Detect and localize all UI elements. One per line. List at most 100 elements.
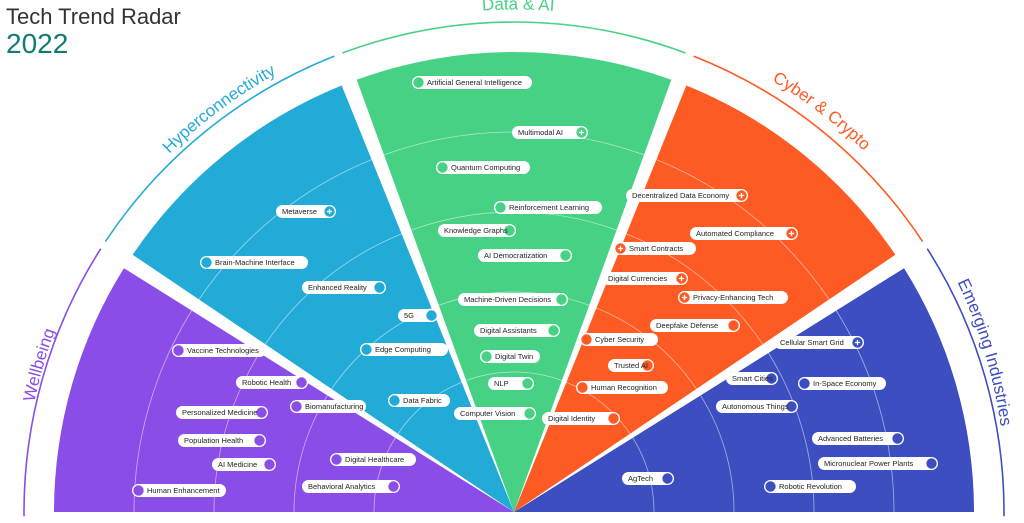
trend-pill-bg xyxy=(436,161,530,174)
trend-pill[interactable]: 5G xyxy=(398,309,438,322)
trend-label: Quantum Computing xyxy=(451,163,520,172)
trend-pill[interactable]: Digital Currencies xyxy=(602,272,688,285)
trend-pill[interactable]: Multimodal AI xyxy=(512,126,588,139)
trend-pill[interactable]: Deepfake Defense xyxy=(650,319,740,332)
trend-label: Decentralized Data Economy xyxy=(632,191,729,200)
trend-dot-icon xyxy=(766,373,777,384)
trend-label: AI Medicine xyxy=(218,460,257,469)
trend-label: AI Democratization xyxy=(484,251,547,260)
trend-pill[interactable]: AI Democratization xyxy=(478,249,572,262)
trend-pill[interactable]: Micronuclear Power Plants xyxy=(818,457,938,470)
trend-pill[interactable]: Vaccine Technologies xyxy=(172,344,266,357)
trend-pill-bg xyxy=(650,319,740,332)
trend-pill[interactable]: Metaverse xyxy=(276,205,336,218)
trend-pill-bg xyxy=(678,291,788,304)
trend-pill[interactable]: Edge Computing xyxy=(360,343,448,356)
trend-pill-bg xyxy=(488,377,534,390)
trend-label: Smart Cities xyxy=(732,374,773,383)
trend-dot-icon xyxy=(481,351,492,362)
trend-pill[interactable]: Digital Twin xyxy=(480,350,540,363)
trend-dot-icon xyxy=(426,310,437,321)
trend-pill[interactable]: Decentralized Data Economy xyxy=(626,189,748,202)
trend-dot-icon xyxy=(581,334,592,345)
trend-pill[interactable]: Smart Cities xyxy=(726,372,778,385)
trend-pill-bg xyxy=(388,394,450,407)
trend-pill[interactable]: Digital Healthcare xyxy=(330,453,416,466)
trend-pill[interactable]: AgTech xyxy=(622,472,674,485)
trend-pill[interactable]: Enhanced Reality xyxy=(302,281,386,294)
trend-pill-bg xyxy=(302,281,386,294)
trend-pill[interactable]: NLP xyxy=(488,377,534,390)
trend-pill-bg xyxy=(798,377,886,390)
trend-pill-bg xyxy=(454,407,536,420)
trend-pill[interactable]: Knowledge Graphs xyxy=(438,224,516,237)
trend-pill[interactable]: Personalized Medicine xyxy=(176,406,268,419)
trend-pill[interactable]: AI Medicine xyxy=(212,458,276,471)
trend-label: Knowledge Graphs xyxy=(444,226,508,235)
trend-pill[interactable]: Artificial General Intelligence xyxy=(412,76,532,89)
trend-label: 5G xyxy=(404,311,414,320)
trend-pill[interactable]: Robotic Health xyxy=(236,376,308,389)
wellbeing-segment-label: Wellbeing xyxy=(20,326,59,403)
trend-pill-bg xyxy=(478,249,572,262)
trend-pill-bg xyxy=(438,224,516,237)
trend-pill-bg xyxy=(580,333,658,346)
trend-dot-icon xyxy=(786,401,797,412)
trend-pill[interactable]: In-Space Economy xyxy=(798,377,886,390)
trend-pill-bg xyxy=(622,472,674,485)
trend-dot-icon xyxy=(201,257,212,268)
trend-pill[interactable]: Robotic Revolution xyxy=(764,480,856,493)
trend-pill-bg xyxy=(542,412,620,425)
trend-pill[interactable]: Human Enhancement xyxy=(132,484,226,497)
trend-pill[interactable]: Smart Contracts xyxy=(614,242,696,255)
trend-pill-bg xyxy=(774,336,864,349)
trend-pill[interactable]: Human Recognition xyxy=(576,381,668,394)
trend-pill-bg xyxy=(412,76,532,89)
trend-pill-bg xyxy=(614,242,696,255)
trend-label: Digital Identity xyxy=(548,414,595,423)
trend-pill[interactable]: Digital Identity xyxy=(542,412,620,425)
trend-label: Advanced Batteries xyxy=(818,434,883,443)
trend-pill[interactable]: Machine-Driven Decisions xyxy=(458,293,568,306)
emerging-ring xyxy=(768,352,815,513)
trend-dot-icon xyxy=(296,377,307,388)
trend-dot-icon xyxy=(524,408,535,419)
trend-pill-bg xyxy=(360,343,448,356)
trend-label: Human Enhancement xyxy=(147,486,220,495)
trend-pill[interactable]: Advanced Batteries xyxy=(812,432,904,445)
trend-pill[interactable]: Cyber Security xyxy=(580,333,658,346)
trend-label: Autonomous Things xyxy=(722,402,789,411)
trend-pill[interactable]: Cellular Smart Grid xyxy=(774,336,864,349)
trend-pill[interactable]: Digital Assistants xyxy=(474,324,560,337)
trend-label: Vaccine Technologies xyxy=(187,346,259,355)
trend-pill[interactable]: Quantum Computing xyxy=(436,161,530,174)
trend-pill[interactable]: Computer Vision xyxy=(454,407,536,420)
trend-pill-bg xyxy=(690,227,798,240)
trend-pill[interactable]: Autonomous Things xyxy=(716,400,798,413)
trend-label: Human Recognition xyxy=(591,383,657,392)
trend-pill[interactable]: Behavioral Analytics xyxy=(302,480,400,493)
emerging-ring xyxy=(835,310,895,513)
trend-dot-icon xyxy=(361,344,372,355)
trend-pill[interactable]: Privacy-Enhancing Tech xyxy=(678,291,788,304)
trend-pill[interactable]: Biomanufacturing xyxy=(290,400,366,413)
trend-dot-icon xyxy=(173,345,184,356)
trend-dot-icon xyxy=(522,378,533,389)
trend-dot-icon xyxy=(642,360,653,371)
trend-dot-icon xyxy=(437,162,448,173)
trend-pill[interactable]: Data Fabric xyxy=(388,394,450,407)
trend-pill[interactable]: Population Health xyxy=(178,434,266,447)
trend-pill[interactable]: Automated Compliance xyxy=(690,227,798,240)
trend-pill[interactable]: Trusted AI xyxy=(608,359,654,372)
trend-pill-bg xyxy=(458,293,568,306)
trend-label: Metaverse xyxy=(282,207,317,216)
trend-dot-icon xyxy=(133,485,144,496)
trend-label: Population Health xyxy=(184,436,243,445)
trend-pill[interactable]: Reinforcement Learning xyxy=(494,201,602,214)
trend-pill[interactable]: Brain-Machine Interface xyxy=(200,256,308,269)
trend-pill-bg xyxy=(132,484,226,497)
cyber-crypto-ring xyxy=(656,159,830,300)
trend-label: Edge Computing xyxy=(375,345,431,354)
trend-dot-icon xyxy=(256,407,267,418)
